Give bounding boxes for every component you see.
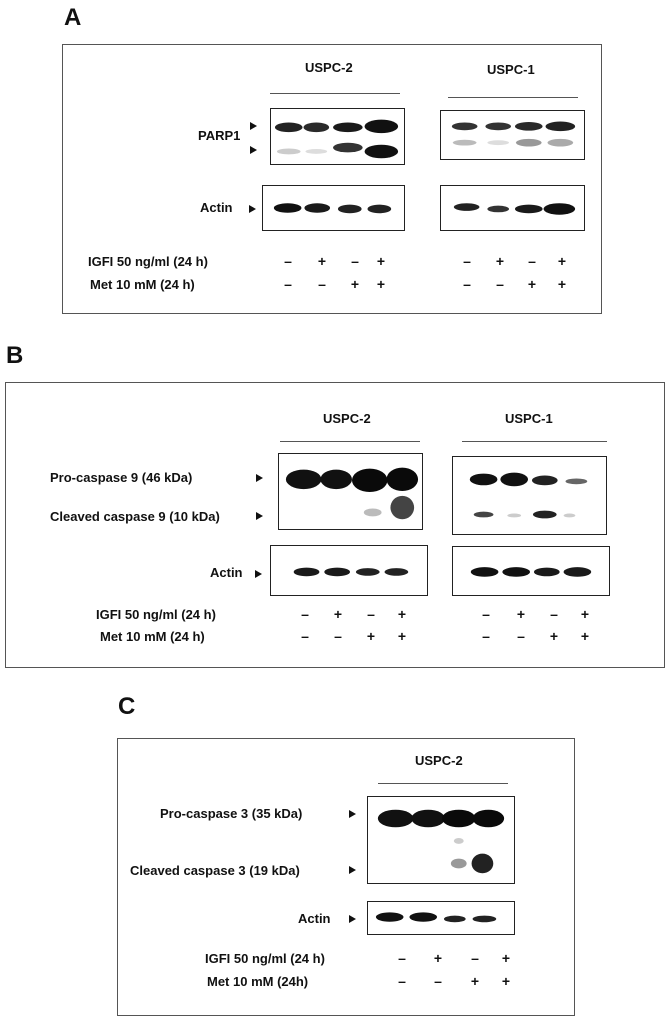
panel-a-cond2-right-lane2: – <box>496 276 504 292</box>
panel-c-group-rule <box>378 783 508 784</box>
panel-b-cond1-left-lane1: – <box>301 606 309 622</box>
panel-a-parp1-blot-right <box>440 110 585 160</box>
panel-a-group-left: USPC-2 <box>305 60 353 75</box>
panel-a-group-left-rule <box>270 93 400 94</box>
panel-b-actin-arrow <box>255 570 262 578</box>
panel-a-actin-blot-left <box>262 185 405 231</box>
panel-a-actin-arrow <box>249 205 256 213</box>
panel-c-actin-blot <box>367 901 515 935</box>
panel-c-cond2-lane3: + <box>470 973 480 989</box>
panel-b-row1b-label: Cleaved caspase 9 (10 kDa) <box>50 509 220 524</box>
panel-a-cond1-left-lane4: + <box>376 253 386 269</box>
panel-b-row2-label: Actin <box>210 565 243 580</box>
panel-c-cond1-lane2: + <box>433 950 443 966</box>
panel-a-cond1-right-lane4: + <box>557 253 567 269</box>
panel-c-cond2-lane1: – <box>398 973 406 989</box>
panel-a-frame <box>62 44 602 314</box>
panel-b-group-left-rule <box>280 441 420 442</box>
panel-b-cond1-label: IGFI 50 ng/ml (24 h) <box>96 607 216 622</box>
panel-a-cond2-left-lane4: + <box>376 276 386 292</box>
panel-a-cond1-right-lane2: + <box>495 253 505 269</box>
panel-b-row1b-arrow <box>256 512 263 520</box>
panel-b-letter: B <box>6 342 24 369</box>
panel-a-cond1-left-lane2: + <box>317 253 327 269</box>
panel-a-row2-label: Actin <box>200 200 233 215</box>
panel-c-row1b-arrow <box>349 866 356 874</box>
panel-b-cond1-left-lane3: – <box>367 606 375 622</box>
panel-b-row1-arrow <box>256 474 263 482</box>
panel-a-actin-blot-right <box>440 185 585 231</box>
panel-b-cond2-label: Met 10 mM (24 h) <box>100 629 205 644</box>
panel-b-cond1-right-lane3: – <box>550 606 558 622</box>
panel-b-cond2-right-lane4: + <box>580 628 590 644</box>
panel-a-arrow-upper <box>250 122 257 130</box>
panel-b-cond2-right-lane3: + <box>549 628 559 644</box>
panel-a-cond1-left-lane3: – <box>351 253 359 269</box>
panel-c-cond1-lane1: – <box>398 950 406 966</box>
panel-a-group-right-rule <box>448 97 578 98</box>
panel-b-cond1-right-lane2: + <box>516 606 526 622</box>
panel-b-cond2-left-lane2: – <box>334 628 342 644</box>
panel-c-frame <box>117 738 575 1016</box>
panel-c-casp3-blot <box>367 796 515 884</box>
panel-a-cond1-label: IGFI 50 ng/ml (24 h) <box>88 254 208 269</box>
panel-b-casp9-blot-right <box>452 456 607 535</box>
panel-b-actin-blot-right <box>452 546 610 596</box>
panel-a-cond2-right-lane1: – <box>463 276 471 292</box>
panel-b-actin-blot-left <box>270 545 428 596</box>
panel-b-group-left: USPC-2 <box>323 411 371 426</box>
panel-b-cond2-left-lane1: – <box>301 628 309 644</box>
panel-b-row1-label: Pro-caspase 9 (46 kDa) <box>50 470 193 485</box>
panel-c-cond1-label: IGFI 50 ng/ml (24 h) <box>205 951 325 966</box>
panel-a-cond2-left-lane2: – <box>318 276 326 292</box>
panel-c-cond1-lane4: + <box>501 950 511 966</box>
panel-a-cond2-right-lane4: + <box>557 276 567 292</box>
panel-a-cond1-right-lane3: – <box>528 253 536 269</box>
panel-b-casp9-blot-left <box>278 453 423 530</box>
panel-c-row2-label: Actin <box>298 911 331 926</box>
panel-a-parp1-blot-left <box>270 108 405 165</box>
panel-b-group-right-rule <box>462 441 607 442</box>
panel-b-cond2-right-lane2: – <box>517 628 525 644</box>
panel-a-cond2-label: Met 10 mM (24 h) <box>90 277 195 292</box>
panel-c-letter: C <box>118 693 136 720</box>
panel-b-cond2-left-lane4: + <box>397 628 407 644</box>
panel-a-cond2-right-lane3: + <box>527 276 537 292</box>
panel-c-actin-arrow <box>349 915 356 923</box>
panel-a-group-right: USPC-1 <box>487 62 535 77</box>
panel-b-cond2-left-lane3: + <box>366 628 376 644</box>
panel-b-cond2-right-lane1: – <box>482 628 490 644</box>
panel-a-letter: A <box>64 4 82 31</box>
panel-b-cond1-right-lane4: + <box>580 606 590 622</box>
panel-c-row1-label: Pro-caspase 3 (35 kDa) <box>160 806 303 821</box>
panel-c-group: USPC-2 <box>415 753 463 768</box>
panel-b-group-right: USPC-1 <box>505 411 553 426</box>
panel-b-cond1-left-lane4: + <box>397 606 407 622</box>
panel-c-row1-arrow <box>349 810 356 818</box>
panel-b-cond1-right-lane1: – <box>482 606 490 622</box>
panel-a-cond1-left-lane1: – <box>284 253 292 269</box>
panel-c-cond2-lane2: – <box>434 973 442 989</box>
panel-a-cond2-left-lane3: + <box>350 276 360 292</box>
panel-a-cond2-left-lane1: – <box>284 276 292 292</box>
panel-a-row1-label: PARP1 <box>198 128 241 143</box>
panel-a-arrow-lower <box>250 146 257 154</box>
panel-b-cond1-left-lane2: + <box>333 606 343 622</box>
panel-c-cond2-label: Met 10 mM (24h) <box>207 974 309 989</box>
panel-c-cond1-lane3: – <box>471 950 479 966</box>
panel-b-frame <box>5 382 665 668</box>
panel-a-cond1-right-lane1: – <box>463 253 471 269</box>
panel-c-cond2-lane4: + <box>501 973 511 989</box>
panel-c-row1b-label: Cleaved caspase 3 (19 kDa) <box>130 863 300 878</box>
